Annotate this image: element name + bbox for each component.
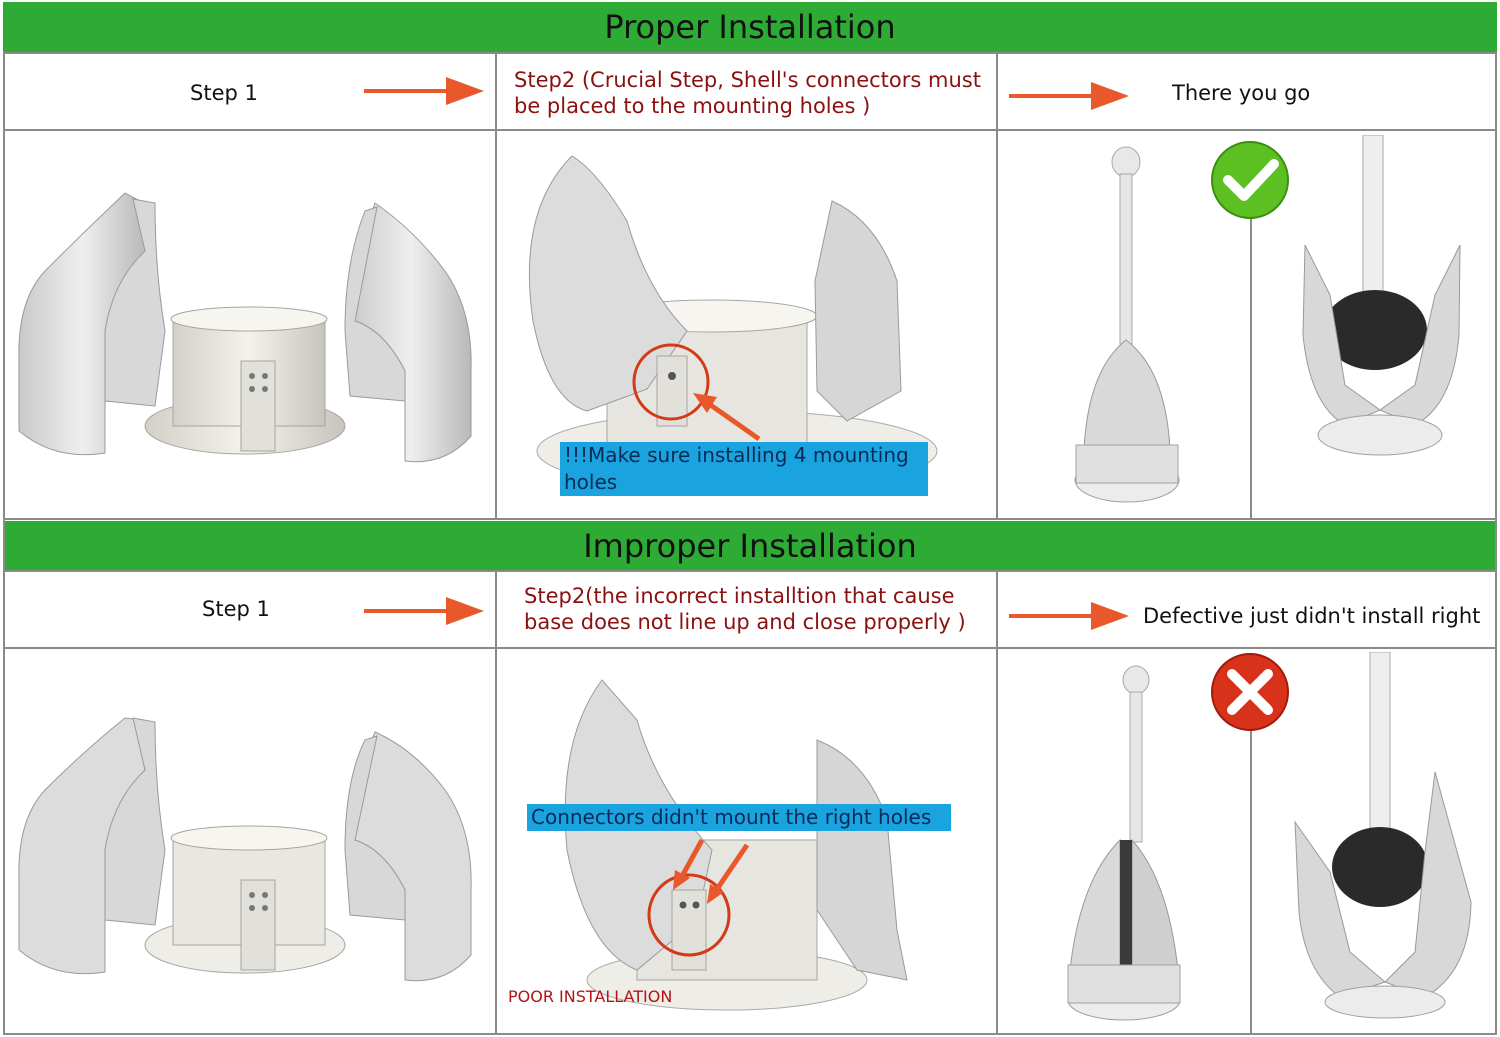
step2-incorrect-photo bbox=[564, 679, 908, 1011]
improper-step2-label: Step2(the incorrect installtion that cau… bbox=[524, 584, 966, 634]
right-arrow-icon bbox=[1009, 82, 1129, 110]
improper-installation-banner: Improper Installation bbox=[3, 521, 1497, 570]
step1-parts-photo bbox=[18, 717, 472, 982]
grid-line bbox=[1495, 52, 1497, 1035]
plunger-closed-photo bbox=[1074, 146, 1180, 503]
plunger-defective-photo bbox=[1294, 652, 1472, 1019]
right-arrow-icon bbox=[1009, 602, 1129, 630]
grid-line bbox=[3, 570, 1497, 572]
proper-result-label: There you go bbox=[1172, 81, 1311, 105]
right-arrow-icon bbox=[364, 77, 484, 105]
proper-step2-label: Step2 (Crucial Step, Shell's connectors … bbox=[514, 68, 981, 118]
grid-line bbox=[495, 570, 497, 1035]
grid-line bbox=[996, 570, 998, 1035]
cross-icon bbox=[1211, 653, 1289, 731]
grid-line bbox=[1250, 214, 1252, 520]
grid-line bbox=[3, 52, 5, 1035]
improper-installation-title: Improper Installation bbox=[583, 526, 917, 565]
grid-line bbox=[3, 1033, 1497, 1035]
plunger-misaligned-photo bbox=[1067, 665, 1181, 1021]
grid-line bbox=[3, 518, 1497, 520]
check-icon bbox=[1211, 141, 1289, 219]
proper-installation-banner: Proper Installation bbox=[3, 2, 1497, 52]
step1-parts-photo bbox=[18, 192, 472, 463]
grid-line bbox=[3, 52, 1497, 54]
grid-line bbox=[1250, 722, 1252, 1035]
grid-line bbox=[495, 52, 497, 520]
proper-step1-label: Step 1 bbox=[190, 81, 258, 105]
wrong-holes-callout: Connectors didn't mount the right holes bbox=[527, 804, 951, 831]
poor-installation-stamp: POOR INSTALLATION bbox=[508, 987, 673, 1006]
mounting-holes-callout: !!!Make sure installing 4 mounting holes bbox=[560, 442, 928, 496]
grid-line bbox=[3, 647, 1497, 649]
improper-result-label: Defective just didn't install right bbox=[1143, 604, 1481, 628]
proper-installation-title: Proper Installation bbox=[604, 8, 896, 46]
plunger-open-photo bbox=[1302, 135, 1461, 456]
grid-line bbox=[996, 52, 998, 520]
improper-step1-label: Step 1 bbox=[202, 597, 270, 621]
grid-line bbox=[3, 129, 1497, 131]
right-arrow-icon bbox=[364, 597, 484, 625]
